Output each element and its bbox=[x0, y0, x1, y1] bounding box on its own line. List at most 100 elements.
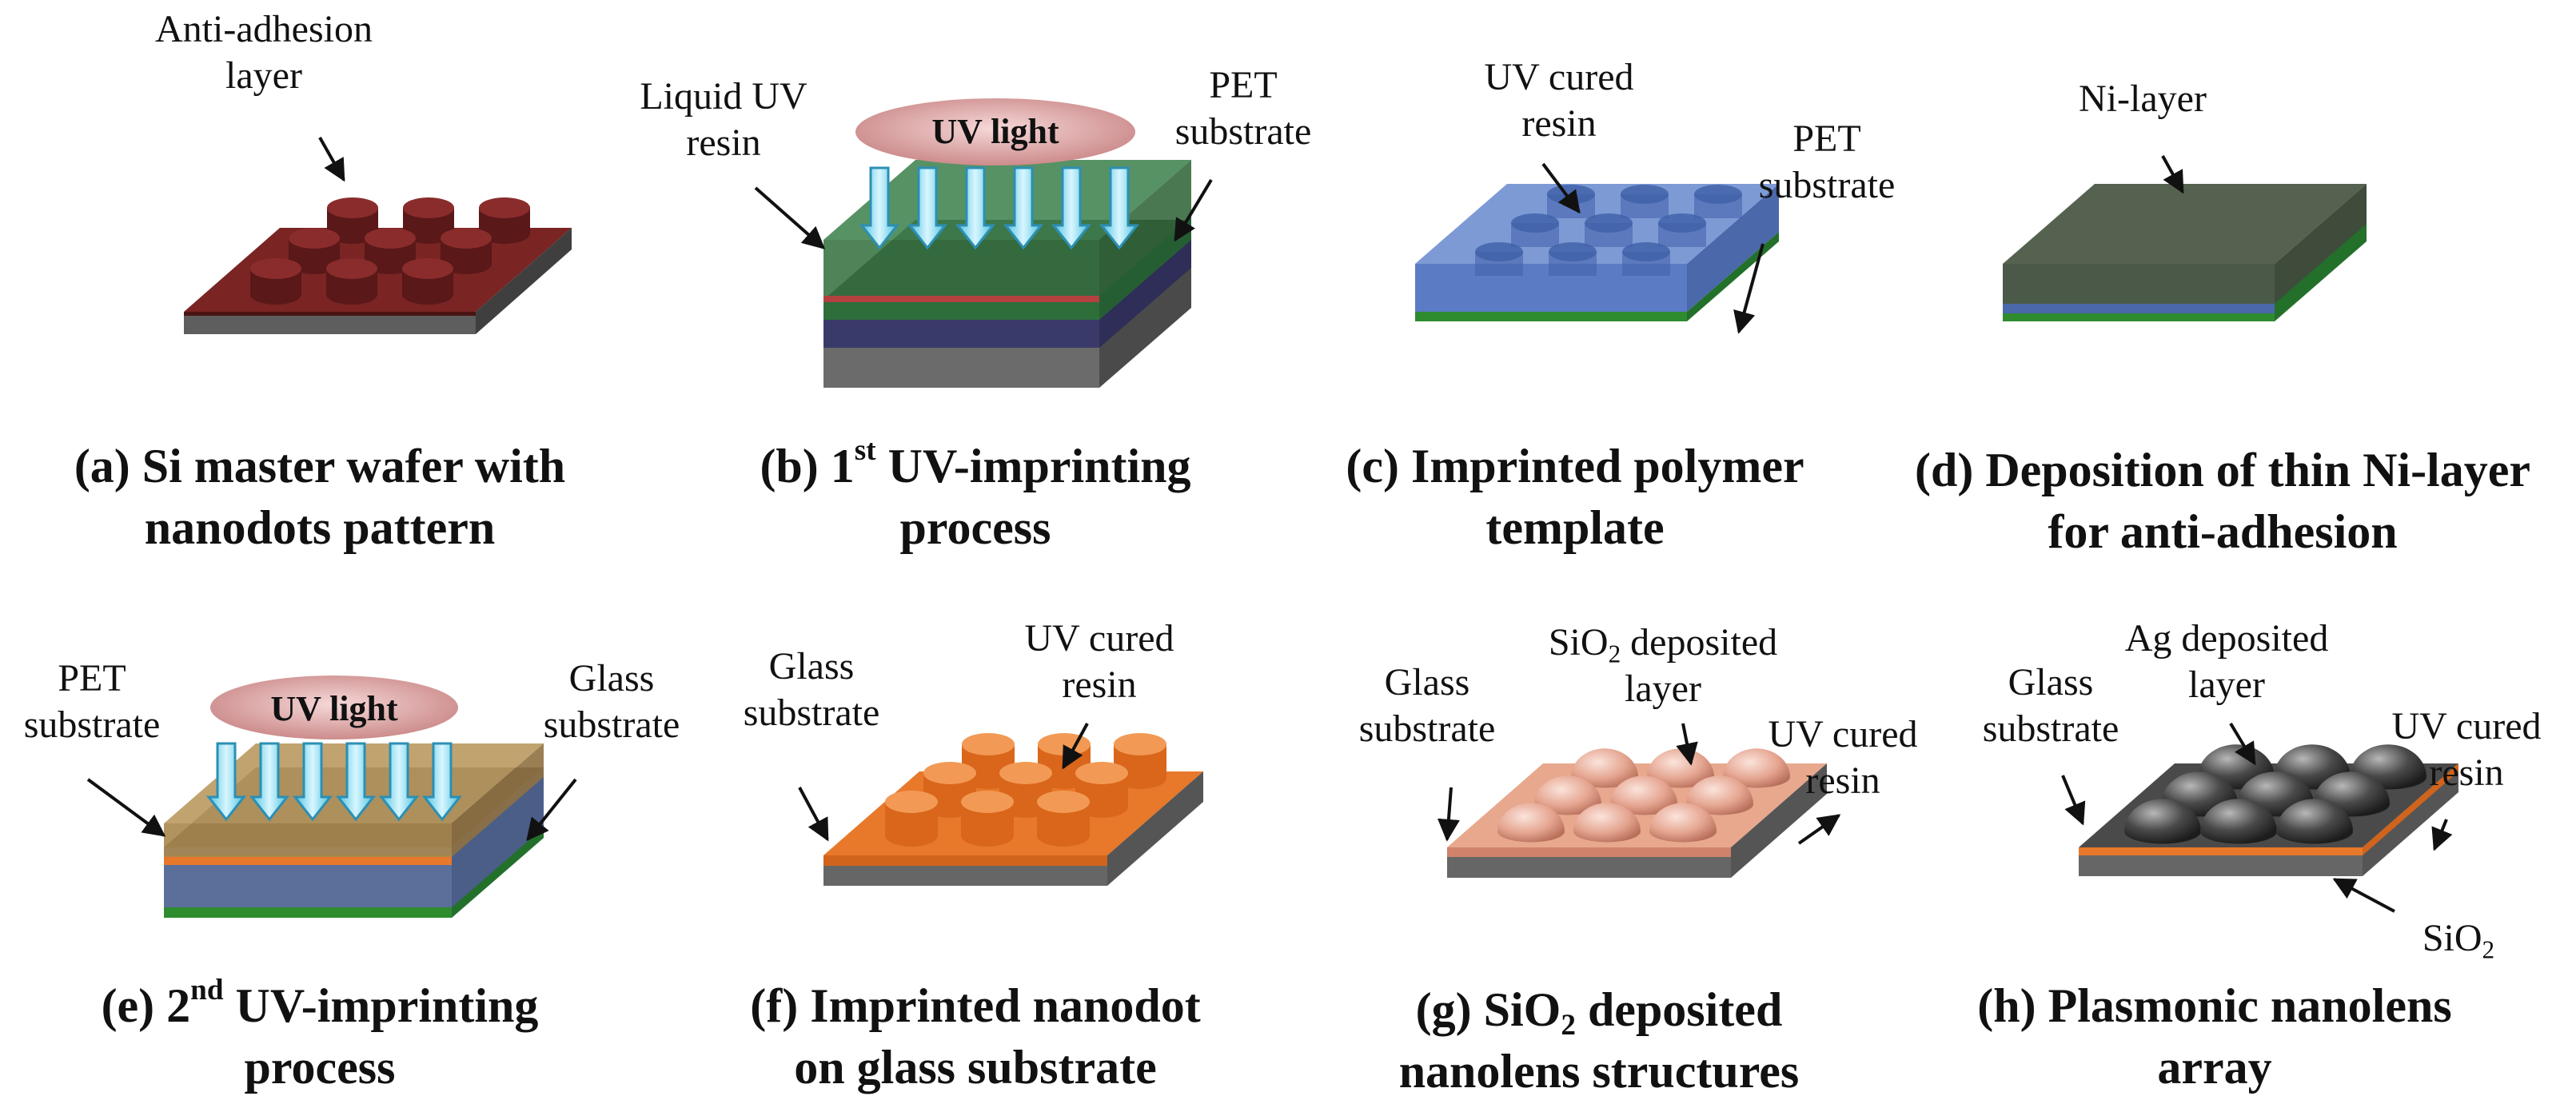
label-line: substrate bbox=[1982, 707, 2119, 750]
panel-c-label-uv-cured-resin: UV cured resin bbox=[1451, 54, 1667, 146]
panel-g-label-uv-cured-resin: UV cured resin bbox=[1735, 711, 1951, 803]
imprinted-hole-side bbox=[1658, 223, 1706, 247]
nanodot-top bbox=[1038, 733, 1091, 755]
caption-line: template bbox=[1485, 500, 1665, 554]
nanodot-top bbox=[923, 762, 976, 784]
panel-b-label-pet: PET substrate bbox=[1143, 62, 1343, 154]
panel-g-label-sio2-layer: SiO2 deposited layer bbox=[1515, 620, 1811, 711]
imprinted-hole-side bbox=[1585, 223, 1633, 247]
label-line: PET bbox=[1209, 64, 1278, 106]
panel-b-uv-light-text: UV light bbox=[931, 112, 1059, 151]
panel-h-label-ag-layer: Ag deposited layer bbox=[2095, 616, 2359, 707]
uv-arrow bbox=[378, 742, 420, 822]
caption-line: (e) 2nd UV-imprinting bbox=[16, 975, 624, 1037]
nanolens-dome bbox=[1571, 748, 1638, 788]
caption-line: process bbox=[244, 1040, 396, 1094]
panel-b-uv-source bbox=[855, 98, 1135, 165]
caption-line: (g) SiO2 deposited bbox=[1295, 979, 1903, 1041]
panel-h-arrow-glass bbox=[2061, 775, 2086, 826]
label-line: Anti-adhesion bbox=[155, 8, 373, 50]
label-line: Ag deposited bbox=[2124, 617, 2329, 660]
panel-g-nanolens-domes bbox=[1497, 748, 1790, 843]
caption-line: for anti-adhesion bbox=[2048, 504, 2398, 558]
panel-g-label-glass: Glass substrate bbox=[1327, 660, 1527, 751]
label-line: substrate bbox=[543, 703, 680, 746]
uv-arrow bbox=[1003, 166, 1044, 250]
panel-d-caption: (d) Deposition of thin Ni-layer for anti… bbox=[1871, 440, 2574, 563]
panel-c-arrow-resin bbox=[1541, 162, 1581, 214]
panel-f-label-uv-cured-resin: UV cured resin bbox=[991, 616, 1207, 707]
panel-h-arrow-ag bbox=[2229, 722, 2256, 766]
uv-arrow bbox=[249, 742, 290, 822]
label-line: resin bbox=[686, 121, 761, 164]
nanodot-top bbox=[1075, 762, 1128, 784]
uv-arrow bbox=[907, 166, 948, 250]
caption-line: (b) 1st UV-imprinting bbox=[664, 436, 1287, 497]
uv-arrow bbox=[1051, 166, 1092, 250]
panel-f-nanodots bbox=[885, 733, 1166, 847]
nanolens-dome bbox=[1497, 803, 1565, 843]
panel-a-label-anti-adhesion: Anti-adhesion layer bbox=[128, 6, 400, 98]
label-line: substrate bbox=[1758, 163, 1896, 206]
ag-nanolens-dome bbox=[2200, 799, 2277, 844]
label-line: layer bbox=[225, 54, 302, 97]
nanodot-top bbox=[365, 228, 416, 249]
panel-b-label-liquid-uv-resin: Liquid UV resin bbox=[616, 74, 831, 165]
panel-h-label-uv-cured-resin: UV cured resin bbox=[2363, 703, 2570, 795]
ag-nanolens-dome bbox=[2124, 799, 2201, 844]
caption-superscript: nd bbox=[190, 974, 224, 1007]
panel-h-label-glass: Glass substrate bbox=[1951, 660, 2151, 751]
nanodot-top bbox=[326, 258, 377, 279]
nanodot-top bbox=[885, 791, 938, 813]
panel-c-caption: (c) Imprinted polymer template bbox=[1271, 436, 1879, 559]
panel-g-arrow-sio2 bbox=[1676, 723, 1698, 766]
panel-h-label-sio2: SiO2 bbox=[2399, 915, 2518, 962]
panel-e-caption: (e) 2nd UV-imprinting process bbox=[16, 975, 624, 1098]
label-line: substrate bbox=[1358, 707, 1496, 750]
label-line: resin bbox=[1062, 663, 1137, 706]
caption-line: array bbox=[2157, 1040, 2272, 1094]
label-text: SiO bbox=[1548, 621, 1609, 664]
caption-text: UV-imprinting bbox=[223, 979, 539, 1032]
label-line: Glass bbox=[1384, 661, 1470, 703]
label-line: UV cured bbox=[1484, 56, 1634, 98]
panel-h-arrow-sio2 bbox=[2332, 878, 2395, 913]
nanodot-base bbox=[1037, 824, 1090, 847]
nanodot-base bbox=[326, 284, 377, 305]
nanodot-top bbox=[250, 258, 301, 279]
panel-d-label-ni-layer: Ni-layer bbox=[2079, 78, 2207, 120]
nanolens-dome bbox=[1534, 775, 1601, 815]
label-line: Glass bbox=[768, 645, 855, 688]
nanodot-base bbox=[250, 284, 301, 305]
nanodot-top bbox=[1114, 733, 1166, 755]
panel-e-uv-arrows bbox=[205, 742, 463, 822]
panel-e-uv-light-text: UV light bbox=[270, 689, 398, 728]
panel-e-uv-source bbox=[210, 676, 458, 739]
label-line: PET bbox=[58, 657, 126, 700]
nanolens-dome bbox=[1723, 748, 1790, 788]
nanolens-dome bbox=[1686, 775, 1753, 815]
label-subscript: 2 bbox=[1608, 640, 1621, 668]
panel-b-arrow-resin bbox=[754, 186, 826, 249]
panel-c-imprinted-holes bbox=[1475, 185, 1742, 276]
uv-arrow bbox=[955, 166, 996, 250]
caption-line: (f) Imprinted nanodot bbox=[750, 979, 1201, 1032]
nanodot-top bbox=[403, 197, 454, 218]
panel-f-arrow-glass bbox=[798, 787, 829, 842]
uv-arrow bbox=[1099, 166, 1140, 250]
caption-text: (b) 1 bbox=[760, 440, 855, 492]
imprinted-hole-side bbox=[1511, 223, 1559, 247]
label-line: UV cured bbox=[1024, 617, 1174, 660]
nanodot-top bbox=[289, 228, 340, 249]
panel-c-arrow-pet bbox=[1733, 243, 1765, 334]
nanolens-dome bbox=[1573, 803, 1641, 843]
label-line: SiO2 deposited bbox=[1515, 620, 1811, 666]
label-subscript: 2 bbox=[2482, 935, 2495, 964]
nanolens-dome bbox=[1649, 803, 1717, 843]
nanodot-top bbox=[1037, 791, 1090, 813]
label-line: UV cured bbox=[2391, 705, 2542, 747]
caption-line: nanolens structures bbox=[1398, 1044, 1800, 1098]
uv-arrow bbox=[205, 742, 247, 822]
panel-f-arrow-resin bbox=[1062, 723, 1089, 770]
label-line: PET bbox=[1792, 118, 1861, 160]
